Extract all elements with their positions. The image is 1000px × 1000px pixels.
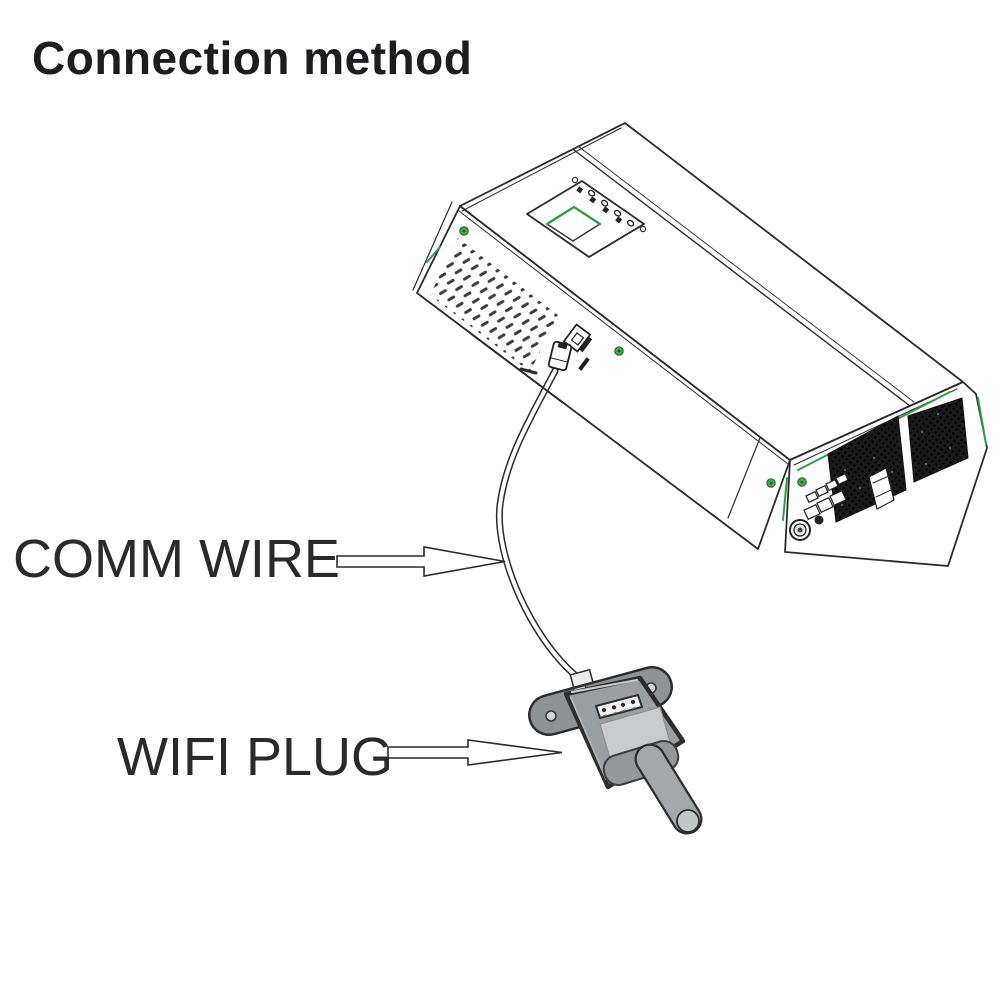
vent-grille bbox=[430, 238, 558, 372]
screws bbox=[459, 226, 807, 488]
comm-wire-arrow bbox=[336, 546, 506, 577]
gasket-edge-end-right bbox=[977, 397, 987, 445]
comm-wire-callout: COMM WIRE bbox=[13, 529, 506, 589]
wifi-plug-illustration bbox=[528, 666, 703, 835]
lcd-screen-green-edge bbox=[545, 205, 602, 226]
cable-boot-connector bbox=[547, 340, 573, 372]
cable-gland-nut bbox=[814, 515, 824, 525]
mesh-bracket bbox=[868, 467, 895, 510]
wifi-plug-arrow bbox=[387, 739, 563, 766]
antenna-tip bbox=[676, 809, 700, 833]
page-title: Connection method bbox=[32, 32, 472, 84]
comm-wire-label: COMM WIRE bbox=[13, 529, 340, 589]
terminal-blocks bbox=[803, 472, 849, 521]
comm-cable bbox=[469, 332, 585, 684]
end-panel-details bbox=[789, 397, 969, 541]
grille-dash-mark bbox=[519, 367, 538, 375]
wifi-plug-label: WIFI PLUG bbox=[117, 727, 393, 787]
wifi-plug-callout: WIFI PLUG bbox=[117, 727, 563, 787]
panel-tab-top bbox=[571, 176, 579, 184]
panel-tab-bottom bbox=[639, 225, 647, 233]
display-panel bbox=[526, 176, 647, 258]
flange-hole-left bbox=[545, 710, 557, 722]
plug-led-strip bbox=[595, 694, 643, 719]
plug-antenna bbox=[634, 743, 703, 835]
gasket-edge-left bbox=[426, 246, 441, 263]
mesh-vent-right bbox=[907, 397, 969, 483]
inverter-illustration bbox=[412, 122, 988, 567]
plug-led bbox=[630, 699, 636, 705]
comm-port-lower-mark bbox=[578, 357, 590, 371]
screw-icon bbox=[459, 226, 469, 236]
screw-icon bbox=[614, 346, 624, 356]
plug-led bbox=[620, 702, 626, 707]
screw-icon bbox=[766, 478, 776, 488]
plug-led bbox=[601, 707, 607, 713]
panel-led-indicators bbox=[576, 186, 635, 227]
power-connector bbox=[789, 519, 811, 541]
screw-icon bbox=[797, 477, 807, 487]
gasket-edge-end-left bbox=[782, 477, 788, 521]
plug-led bbox=[611, 705, 617, 710]
box-bottom-edge bbox=[469, 332, 563, 403]
